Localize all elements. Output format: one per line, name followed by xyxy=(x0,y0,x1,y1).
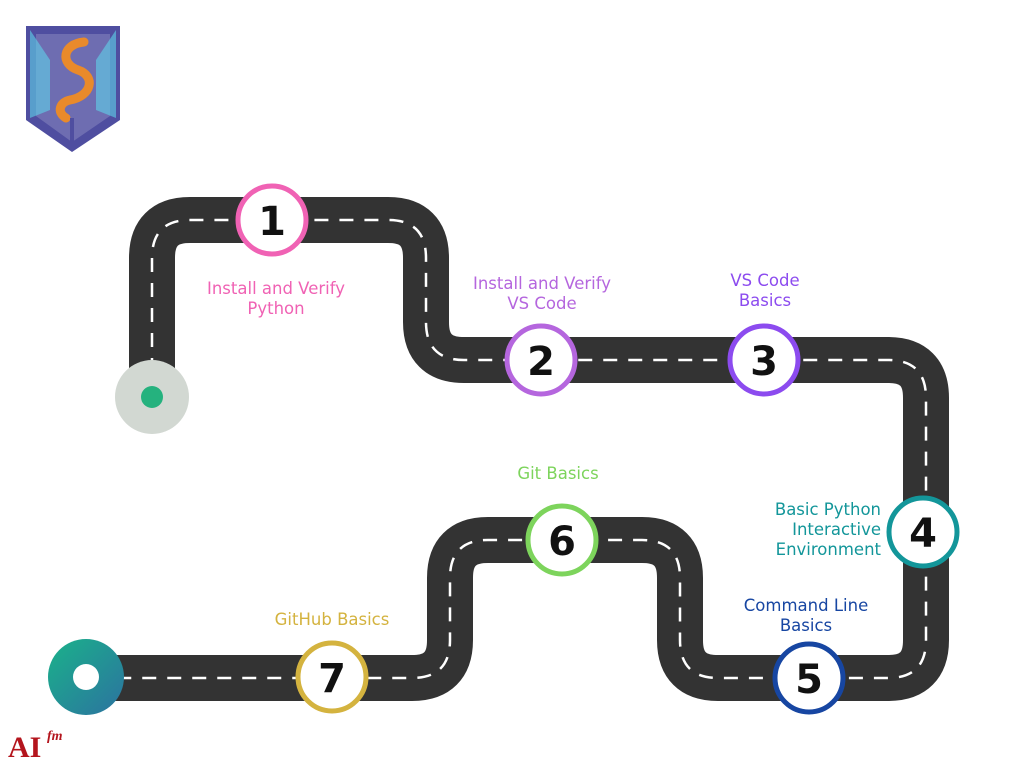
milestone-1: 1 xyxy=(235,183,309,257)
milestone-label-line: Git Basics xyxy=(517,464,598,483)
milestone-label-line: Python xyxy=(247,299,304,318)
milestone-6: 6 xyxy=(525,503,599,577)
milestone-label-6: Git Basics xyxy=(517,464,598,483)
milestone-circle xyxy=(235,183,309,257)
milestone-label-line: Basics xyxy=(739,291,791,310)
milestone-circle xyxy=(295,640,369,714)
brand-suffix-text: fm xyxy=(47,729,63,744)
milestone-label-line: VS Code xyxy=(730,271,799,290)
milestone-number: 5 xyxy=(795,657,823,703)
milestone-circle xyxy=(886,495,960,569)
milestone-2: 2 xyxy=(504,323,578,397)
brand-main-text: AI xyxy=(8,731,41,764)
milestone-circle xyxy=(727,323,801,397)
milestone-number: 1 xyxy=(258,199,286,245)
road xyxy=(85,197,949,701)
milestone-label-line: Basic Python xyxy=(775,500,881,519)
milestone-number: 7 xyxy=(318,656,346,702)
milestone-5: 5 xyxy=(772,641,846,715)
milestone-3: 3 xyxy=(727,323,801,397)
milestone-label-line: GitHub Basics xyxy=(275,610,390,629)
milestone-label-line: Basics xyxy=(780,616,832,635)
shield-logo-icon xyxy=(26,26,120,152)
start-marker xyxy=(115,360,189,434)
milestone-label-line: Environment xyxy=(776,540,882,559)
milestone-label-line: Install and Verify xyxy=(207,279,345,298)
milestone-label-line: VS Code xyxy=(507,294,576,313)
milestone-label-line: Interactive xyxy=(792,520,881,539)
milestone-circle xyxy=(525,503,599,577)
milestone-label-line: Install and Verify xyxy=(473,274,611,293)
milestone-7: 7 xyxy=(295,640,369,714)
milestone-number: 6 xyxy=(548,519,576,565)
brand-logo: AI fm xyxy=(8,729,63,764)
milestone-number: 4 xyxy=(909,511,937,557)
milestone-circle xyxy=(504,323,578,397)
milestone-number: 3 xyxy=(750,339,778,385)
milestone-label-7: GitHub Basics xyxy=(275,610,390,629)
end-marker xyxy=(48,639,124,715)
milestone-number: 2 xyxy=(527,339,555,385)
milestone-4: 4 xyxy=(886,495,960,569)
milestone-circle xyxy=(772,641,846,715)
milestone-label-line: Command Line xyxy=(744,596,868,615)
